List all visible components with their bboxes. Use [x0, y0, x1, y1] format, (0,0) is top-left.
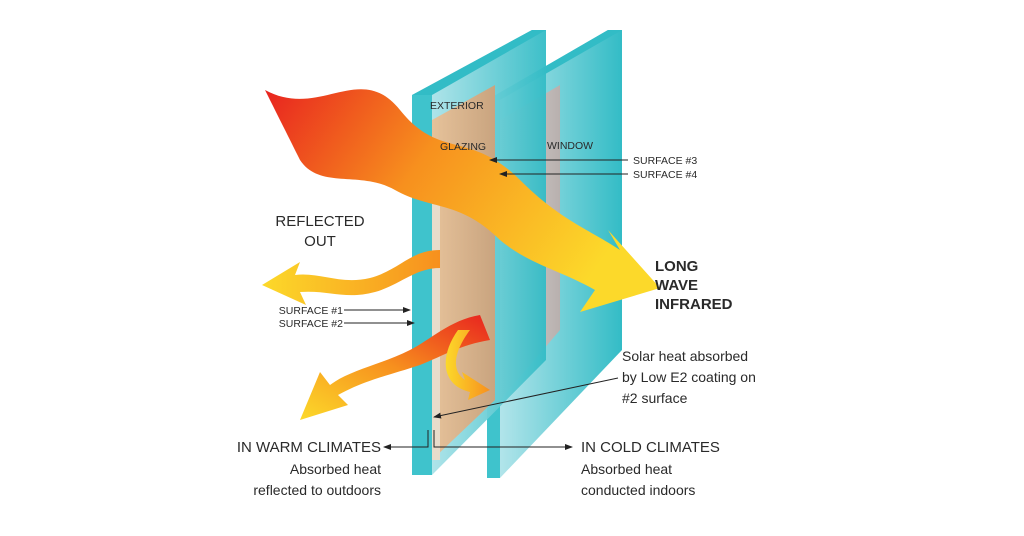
window-label: WINDOW: [547, 140, 593, 152]
solar-heat-line-3: #2 surface: [622, 390, 688, 406]
cold-climates-line-2: conducted indoors: [581, 482, 695, 498]
warm-climates-line-2: reflected to outdoors: [253, 482, 381, 498]
inner-heat-arrow: [445, 330, 490, 400]
cold-climates-line-1: Absorbed heat: [581, 461, 672, 477]
warm-climate-heat-arrow: [300, 315, 490, 420]
long-wave-line-3: INFRARED: [655, 296, 733, 313]
low-e-coating: [432, 140, 440, 460]
surface-1-label: SURFACE #1: [279, 305, 343, 317]
surface-3-label: SURFACE #3: [633, 155, 697, 167]
cold-climates-title: IN COLD CLIMATES: [581, 439, 720, 456]
long-wave-infrared-arrow: [265, 89, 660, 313]
reflected-out-arrow: [262, 250, 440, 305]
surface-4-label: SURFACE #4: [633, 169, 697, 181]
pointer-lines: [344, 157, 628, 450]
reflected-out-line-2: OUT: [304, 233, 336, 250]
glazing-label: GLAZING: [440, 141, 486, 153]
long-wave-line-2: WAVE: [655, 277, 698, 294]
solar-heat-line-2: by Low E2 coating on: [622, 369, 756, 385]
warm-climates-title: IN WARM CLIMATES: [237, 439, 381, 456]
solar-heat-line-1: Solar heat absorbed: [622, 348, 748, 364]
long-wave-line-1: LONG: [655, 258, 698, 275]
reflected-out-line-1: REFLECTED: [275, 213, 364, 230]
exterior-label: EXTERIOR: [430, 100, 484, 112]
warm-climates-line-1: Absorbed heat: [290, 461, 381, 477]
surface-2-label: SURFACE #2: [279, 318, 343, 330]
